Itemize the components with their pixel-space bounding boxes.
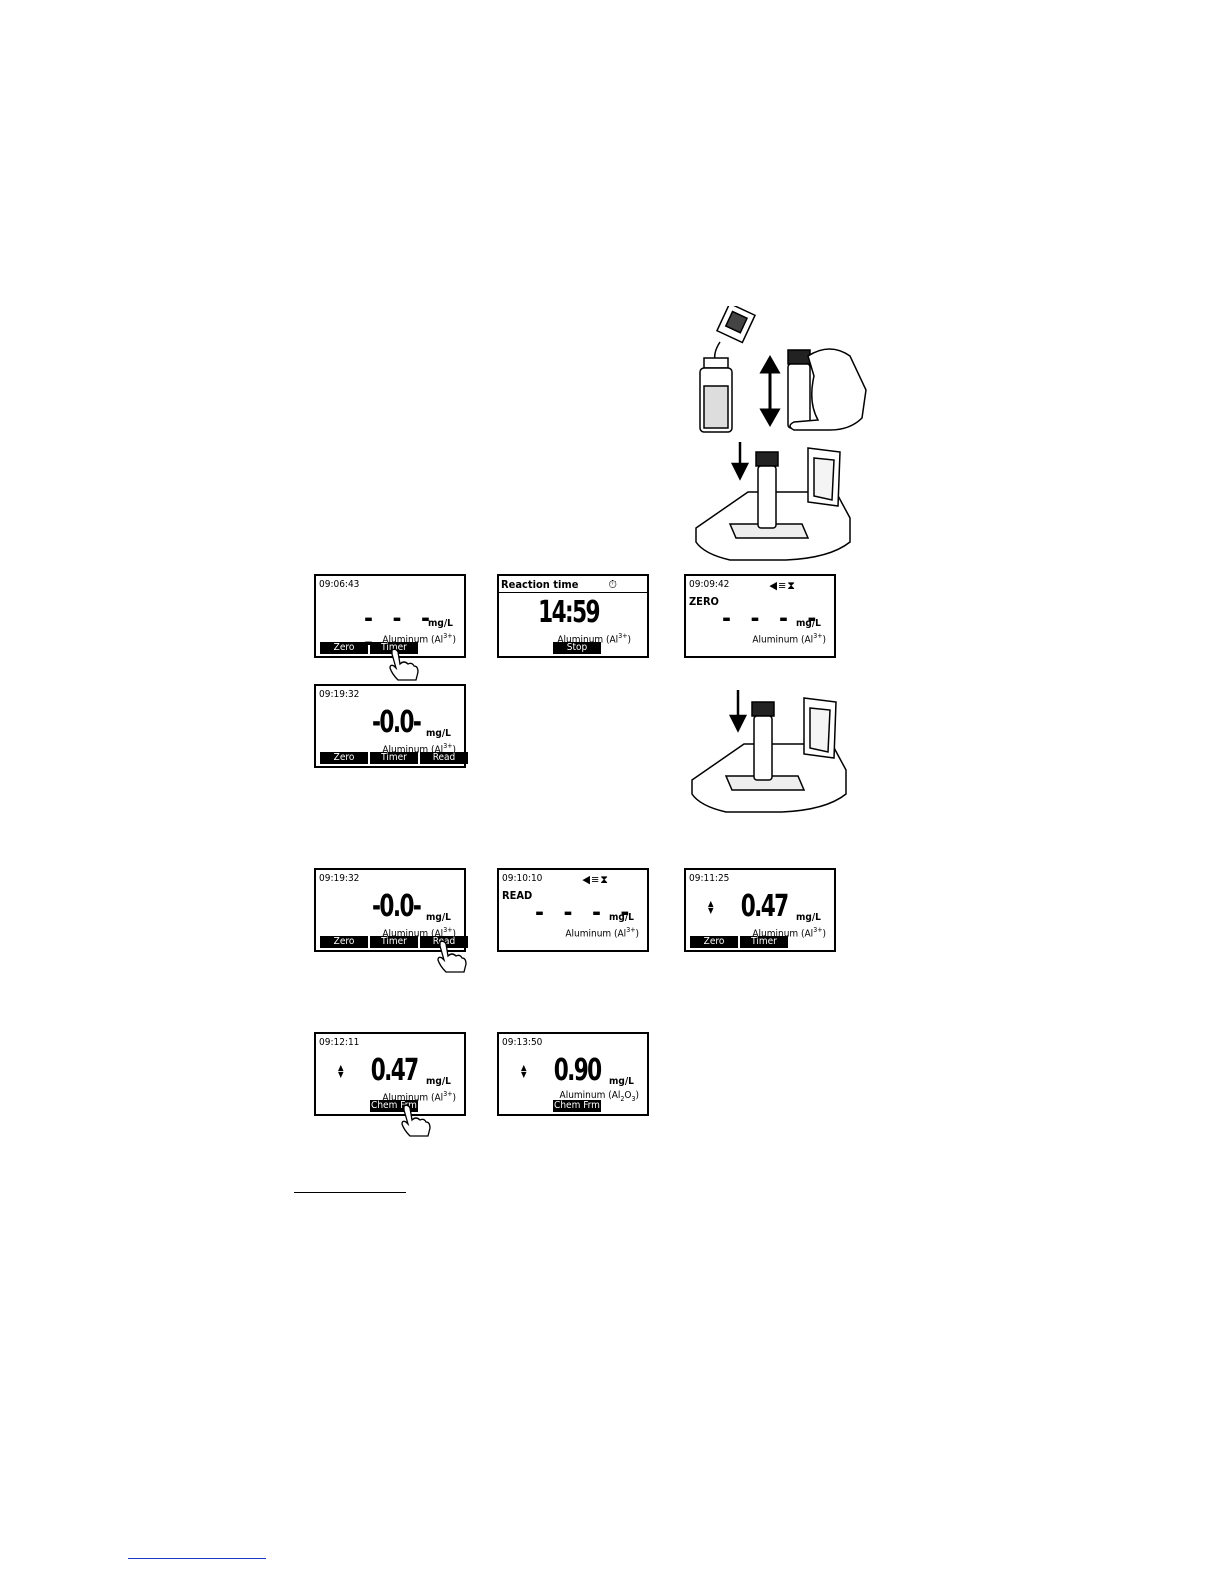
insert-sample-illustration [691, 690, 847, 813]
unit-label: mg/L [609, 912, 634, 923]
softkey-bar: Chem Frm [318, 1100, 462, 1112]
chem-frm-softkey[interactable]: Chem Frm [553, 1100, 601, 1112]
parameter-label: Aluminum (Al3+) [752, 926, 826, 940]
stop-softkey[interactable]: Stop [553, 642, 601, 654]
unit-label: mg/L [426, 1076, 451, 1087]
hand-pointer-icon [401, 1104, 431, 1137]
screen-title: Reaction time [501, 578, 579, 591]
unit-label: mg/L [796, 618, 821, 629]
reading-value: -0.0- [371, 705, 422, 740]
unit-label: mg/L [428, 618, 453, 629]
countdown-value: 14:59 [538, 595, 600, 630]
lamp-hourglass-icon: ◀≡⧗ [582, 873, 609, 886]
parameter-label: Aluminum (Al3+) [752, 632, 826, 646]
clock-time: 09:09:42 [689, 579, 730, 590]
zero-softkey[interactable]: Zero [690, 936, 738, 948]
up-down-arrows-icon: ▲▼ [521, 1063, 527, 1079]
meter-screen-initial: 09:06:43 - - - - mg/L Aluminum (Al3+) Ze… [314, 574, 466, 658]
reading-value: 0.47 [371, 1053, 419, 1088]
status-flag: ZERO [689, 595, 719, 608]
clock-time: 09:12:11 [319, 1037, 360, 1048]
parameter-label: Aluminum (Al2O3) [559, 1090, 639, 1103]
unit-label: mg/L [796, 912, 821, 923]
softkey-bar: Zero Timer Read [318, 752, 468, 764]
zero-softkey[interactable]: Zero [320, 936, 368, 948]
up-down-arrows-icon: ▲▼ [708, 899, 714, 915]
hand-pointer-icon [389, 648, 419, 681]
parameter-label: Aluminum (Al3+) [565, 926, 639, 940]
clock-time: 09:10:10 [502, 873, 543, 884]
clock-time: 09:19:32 [319, 873, 360, 884]
parameter-label: Aluminum (Al3+) [557, 632, 631, 646]
reading-value: -0.0- [371, 889, 422, 924]
timer-softkey[interactable]: Timer [370, 752, 418, 764]
photometer-icon [691, 697, 847, 813]
reading-placeholder: - - - - [535, 898, 636, 926]
footnote-separator [294, 1192, 406, 1193]
unit-label: mg/L [609, 1076, 634, 1087]
meter-screen-zeroed: 09:19:32 -0.0- mg/L Aluminum (Al3+) Zero… [314, 684, 468, 768]
softkey-bar: Zero Timer [318, 642, 462, 654]
photometer-icon [695, 447, 851, 561]
read-softkey[interactable]: Read [420, 752, 468, 764]
timer-softkey[interactable]: Timer [370, 936, 418, 948]
hand-pointer-icon [437, 940, 467, 973]
insert-arrow-icon [730, 442, 750, 481]
meter-screen-ready-read: 09:19:32 -0.0- mg/L Aluminum (Al3+) Zero… [314, 868, 468, 952]
zero-softkey[interactable]: Zero [320, 752, 368, 764]
parameter-label: Aluminum (Al3+) [382, 742, 456, 756]
timer-softkey[interactable]: Timer [740, 936, 788, 948]
reading-value: 0.47 [741, 889, 789, 924]
meter-screen-zeroing: 09:09:42 ◀≡⧗ ZERO - - - - mg/L Aluminum … [684, 574, 836, 658]
footer-link-underline[interactable] [128, 1558, 266, 1559]
meter-screen-reading: 09:10:10 ◀≡⧗ READ - - - - mg/L Aluminum … [497, 868, 649, 952]
zero-softkey[interactable]: Zero [320, 642, 368, 654]
parameter-label: Aluminum (Al3+) [382, 1090, 456, 1104]
insert-arrow-icon [728, 690, 748, 733]
title-divider [499, 592, 647, 593]
sample-vial-icon [699, 357, 733, 433]
clock-time: 09:19:32 [319, 689, 360, 700]
reading-placeholder: - - - - [364, 604, 436, 654]
reagent-shake-insert-illustration [695, 306, 867, 561]
up-down-arrows-icon: ▲▼ [338, 1063, 344, 1079]
meter-screen-chemical-form: 09:12:11 ▲▼ 0.47 mg/L Aluminum (Al3+) Ch… [314, 1032, 466, 1116]
clock-time: 09:11:25 [689, 873, 730, 884]
unit-label: mg/L [426, 912, 451, 923]
unit-label: mg/L [426, 728, 451, 739]
softkey-bar: Stop [501, 642, 645, 654]
softkey-bar: Zero Timer [688, 936, 832, 948]
meter-screen-alternate-form: 09:13:50 ▲▼ 0.90 mg/L Aluminum (Al2O3) C… [497, 1032, 649, 1116]
clock-time: 09:13:50 [502, 1037, 543, 1048]
lamp-hourglass-icon: ◀≡⧗ [769, 579, 796, 592]
meter-screen-result: 09:11:25 ▲▼ 0.47 mg/L Aluminum (Al3+) Ze… [684, 868, 836, 952]
parameter-label: Aluminum (Al3+) [382, 926, 456, 940]
reading-placeholder: - - - - [722, 604, 823, 632]
status-flag: READ [502, 889, 533, 902]
powder-pillow-icon [715, 306, 757, 344]
timer-softkey[interactable]: Timer [370, 642, 418, 654]
softkey-bar: Chem Frm [501, 1100, 645, 1112]
hand-holding-vial-icon [787, 348, 867, 431]
reading-value: 0.90 [554, 1053, 602, 1088]
parameter-label: Aluminum (Al3+) [382, 632, 456, 646]
shake-arrow-icon [759, 354, 781, 428]
clock-time: 09:06:43 [319, 579, 360, 590]
meter-screen-reaction-timer: Reaction time ⏱ 14:59 Aluminum (Al3+) St… [497, 574, 649, 658]
stopwatch-icon: ⏱ [608, 578, 617, 591]
